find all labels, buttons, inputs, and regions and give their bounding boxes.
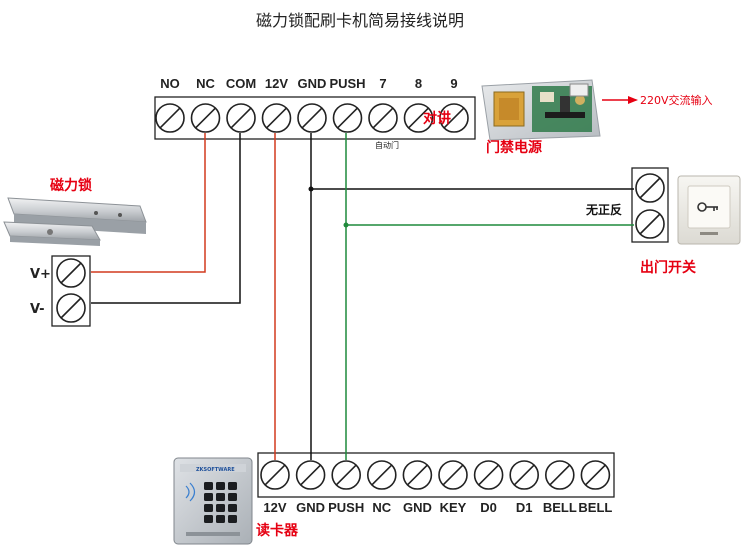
card-reader-image: ZKSOFTWARE	[173, 457, 253, 545]
top-terminal-label: 9	[450, 76, 457, 91]
top-terminal-screw	[439, 103, 469, 133]
top-terminal-label: GND	[298, 76, 327, 91]
keypad-key	[216, 515, 225, 523]
top-terminal-label: 12V	[265, 76, 288, 91]
top-terminal-screw	[368, 103, 398, 133]
exit-button-image	[677, 175, 741, 245]
reader-terminal-screw	[331, 460, 362, 490]
top-terminal-label: COM	[226, 76, 256, 91]
card-reader-label: 读卡器	[256, 522, 299, 539]
top-terminal-screw	[155, 103, 185, 133]
reader-terminal-label: D1	[516, 500, 533, 515]
keypad-key	[204, 504, 213, 512]
reader-terminal-screw	[473, 460, 504, 490]
reader-terminal-screw	[402, 460, 433, 490]
keypad-key	[228, 482, 237, 490]
top-terminal-screw	[226, 103, 256, 133]
keypad-key	[204, 482, 213, 490]
top-terminal-label: PUSH	[329, 76, 365, 91]
reader-terminal-label: NC	[372, 500, 391, 515]
top-terminal-screw	[332, 103, 363, 133]
keypad-key	[204, 493, 213, 501]
wire-nc-to-vplus	[91, 133, 206, 273]
junction-gnd	[308, 186, 314, 192]
top-terminal-label: NO	[160, 76, 180, 91]
power-supply-label: 门禁电源	[486, 139, 542, 156]
reader-terminal-screw	[438, 460, 468, 490]
top-terminal-screw	[297, 103, 327, 133]
junction-push	[343, 222, 349, 228]
no-polarity-label: 无正反	[585, 202, 622, 217]
reader-brand-caption: ZKSOFTWARE	[196, 467, 235, 473]
reader-terminal-screw	[544, 460, 575, 490]
reader-terminal-screw	[295, 460, 326, 490]
top-terminal-label: NC	[196, 76, 215, 91]
power-supply-image	[481, 79, 601, 141]
reader-terminal-label: GND	[403, 500, 432, 515]
reader-terminal-label: GND	[296, 500, 325, 515]
keypad-key	[228, 515, 237, 523]
keypad-key	[204, 515, 213, 523]
wiring	[91, 133, 634, 460]
reader-terminal-screw	[260, 460, 290, 490]
maglock-terminal-vminus: V-	[30, 302, 45, 317]
maglock-terminal-block: V+ V-	[30, 255, 91, 327]
reader-terminal-screw	[580, 460, 611, 490]
reader-terminal-label: PUSH	[328, 500, 364, 515]
reader-terminal-screw	[366, 460, 397, 490]
exit-button-terminal-block	[631, 167, 669, 243]
reader-terminal-label: BELL	[543, 500, 577, 515]
top-terminal-label: 8	[415, 76, 422, 91]
keypad-key	[228, 504, 237, 512]
wire-com-to-vminus	[91, 133, 241, 304]
intercom-label: 对讲	[423, 110, 451, 127]
top-terminal-screw	[261, 103, 292, 133]
ac-input-arrow-icon	[628, 96, 638, 104]
reader-terminal-screw	[509, 460, 540, 490]
keypad-key	[216, 482, 225, 490]
terminal-7-sublabel: 自动门	[375, 140, 399, 150]
exit-button-label: 出门开关	[640, 259, 696, 276]
diagram-title: 磁力锁配刷卡机简易接线说明	[256, 11, 464, 30]
maglock-terminal-vplus: V+	[30, 267, 51, 282]
maglock-image	[3, 197, 147, 246]
reader-terminal-label: BELL	[578, 500, 612, 515]
ac-input-label: 220V交流输入	[640, 93, 713, 107]
top-terminal-label: 7	[379, 76, 386, 91]
maglock-label: 磁力锁	[50, 177, 92, 194]
top-terminal-screw	[190, 103, 221, 133]
reader-terminal-label: 12V	[263, 500, 286, 515]
keypad-key	[216, 504, 225, 512]
reader-terminal-label: D0	[480, 500, 497, 515]
top-terminal-screw	[403, 103, 434, 133]
keypad-key	[216, 493, 225, 501]
reader-terminal-label: KEY	[440, 500, 467, 515]
keypad-key	[228, 493, 237, 501]
